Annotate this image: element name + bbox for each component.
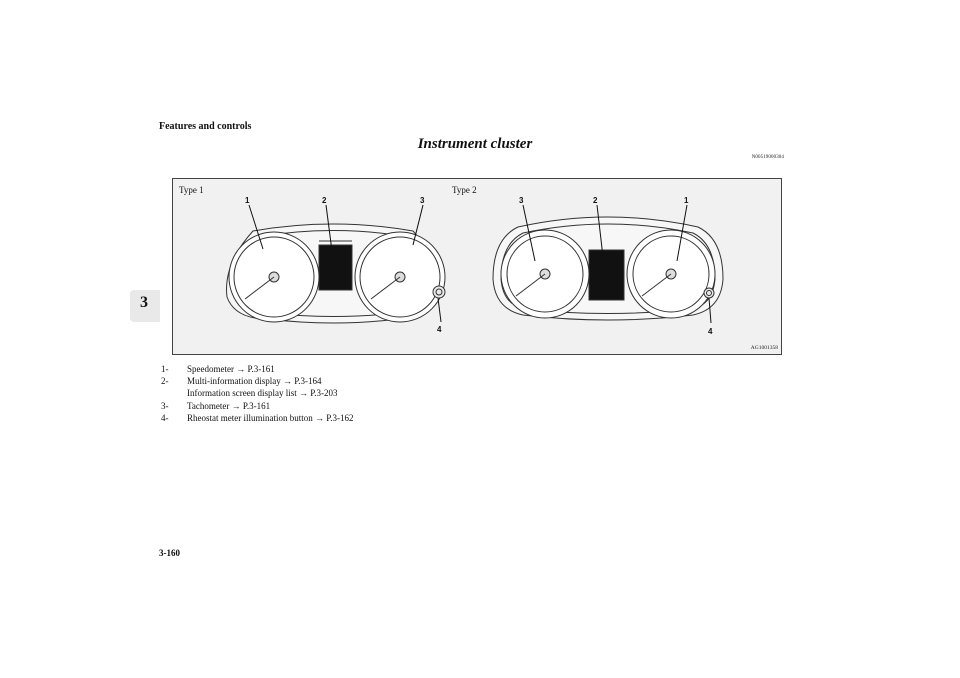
legend-item: 3- Tachometer → P.3-161 — [161, 400, 354, 412]
legend-item: 4- Rheostat meter illumination button → P… — [161, 412, 354, 424]
type1-rheostat-button — [432, 285, 446, 299]
type1-callout-1: 1 — [245, 196, 250, 205]
page-number: 3-160 — [159, 548, 180, 558]
type2-callout-3: 3 — [519, 196, 524, 205]
type1-callout-3: 3 — [420, 196, 425, 205]
cluster-illustration: 1 2 3 4 3 2 1 4 — [226, 196, 724, 336]
type1-callout-4: 4 — [437, 325, 442, 334]
legend-item: 2- Multi-information display → P.3-164 — [161, 375, 354, 387]
legend-text: Tachometer → P.3-161 — [187, 400, 271, 411]
type2-cluster — [492, 204, 724, 324]
figure-id: AG1001358 — [750, 345, 778, 351]
type1-label: Type 1 — [179, 185, 204, 195]
legend-text: Rheostat meter illumination button → P.3… — [187, 412, 354, 423]
type1-multi-info-display — [318, 244, 353, 291]
legend-list: 1- Speedometer → P.3-161 2- Multi-informat… — [161, 363, 354, 424]
chapter-number: 3 — [140, 294, 148, 311]
type2-callout-2: 2 — [593, 196, 598, 205]
type2-callout-4: 4 — [708, 327, 713, 336]
chapter-tab: 3 — [130, 290, 160, 322]
document-code: N00519000304 — [751, 155, 784, 160]
type1-callout-2: 2 — [322, 196, 327, 205]
legend-number: 4- — [161, 412, 169, 423]
instrument-cluster-figure: 1 2 3 4 3 2 1 4 Type 1 Type 2 AG1001358 — [172, 178, 782, 355]
type2-callout-1: 1 — [684, 196, 689, 205]
legend-item: 1- Speedometer → P.3-161 — [161, 363, 354, 375]
legend-number: 1- — [161, 364, 169, 374]
legend-number: 3- — [161, 400, 169, 411]
section-header: Features and controls — [159, 121, 252, 132]
type1-cluster — [226, 204, 446, 324]
legend-text: Speedometer → P.3-161 — [187, 364, 275, 374]
legend-subitem: Information screen display list → P.3-20… — [161, 387, 354, 399]
legend-number: 2- — [161, 376, 169, 387]
type2-rheostat-button — [703, 287, 715, 299]
legend-subtext: Information screen display list → P.3-20… — [187, 388, 338, 399]
page-title: Instrument cluster — [417, 136, 533, 152]
type2-label: Type 2 — [452, 185, 477, 195]
type2-multi-info-display — [588, 249, 625, 301]
legend-text: Multi-information display → P.3-164 — [187, 376, 322, 387]
